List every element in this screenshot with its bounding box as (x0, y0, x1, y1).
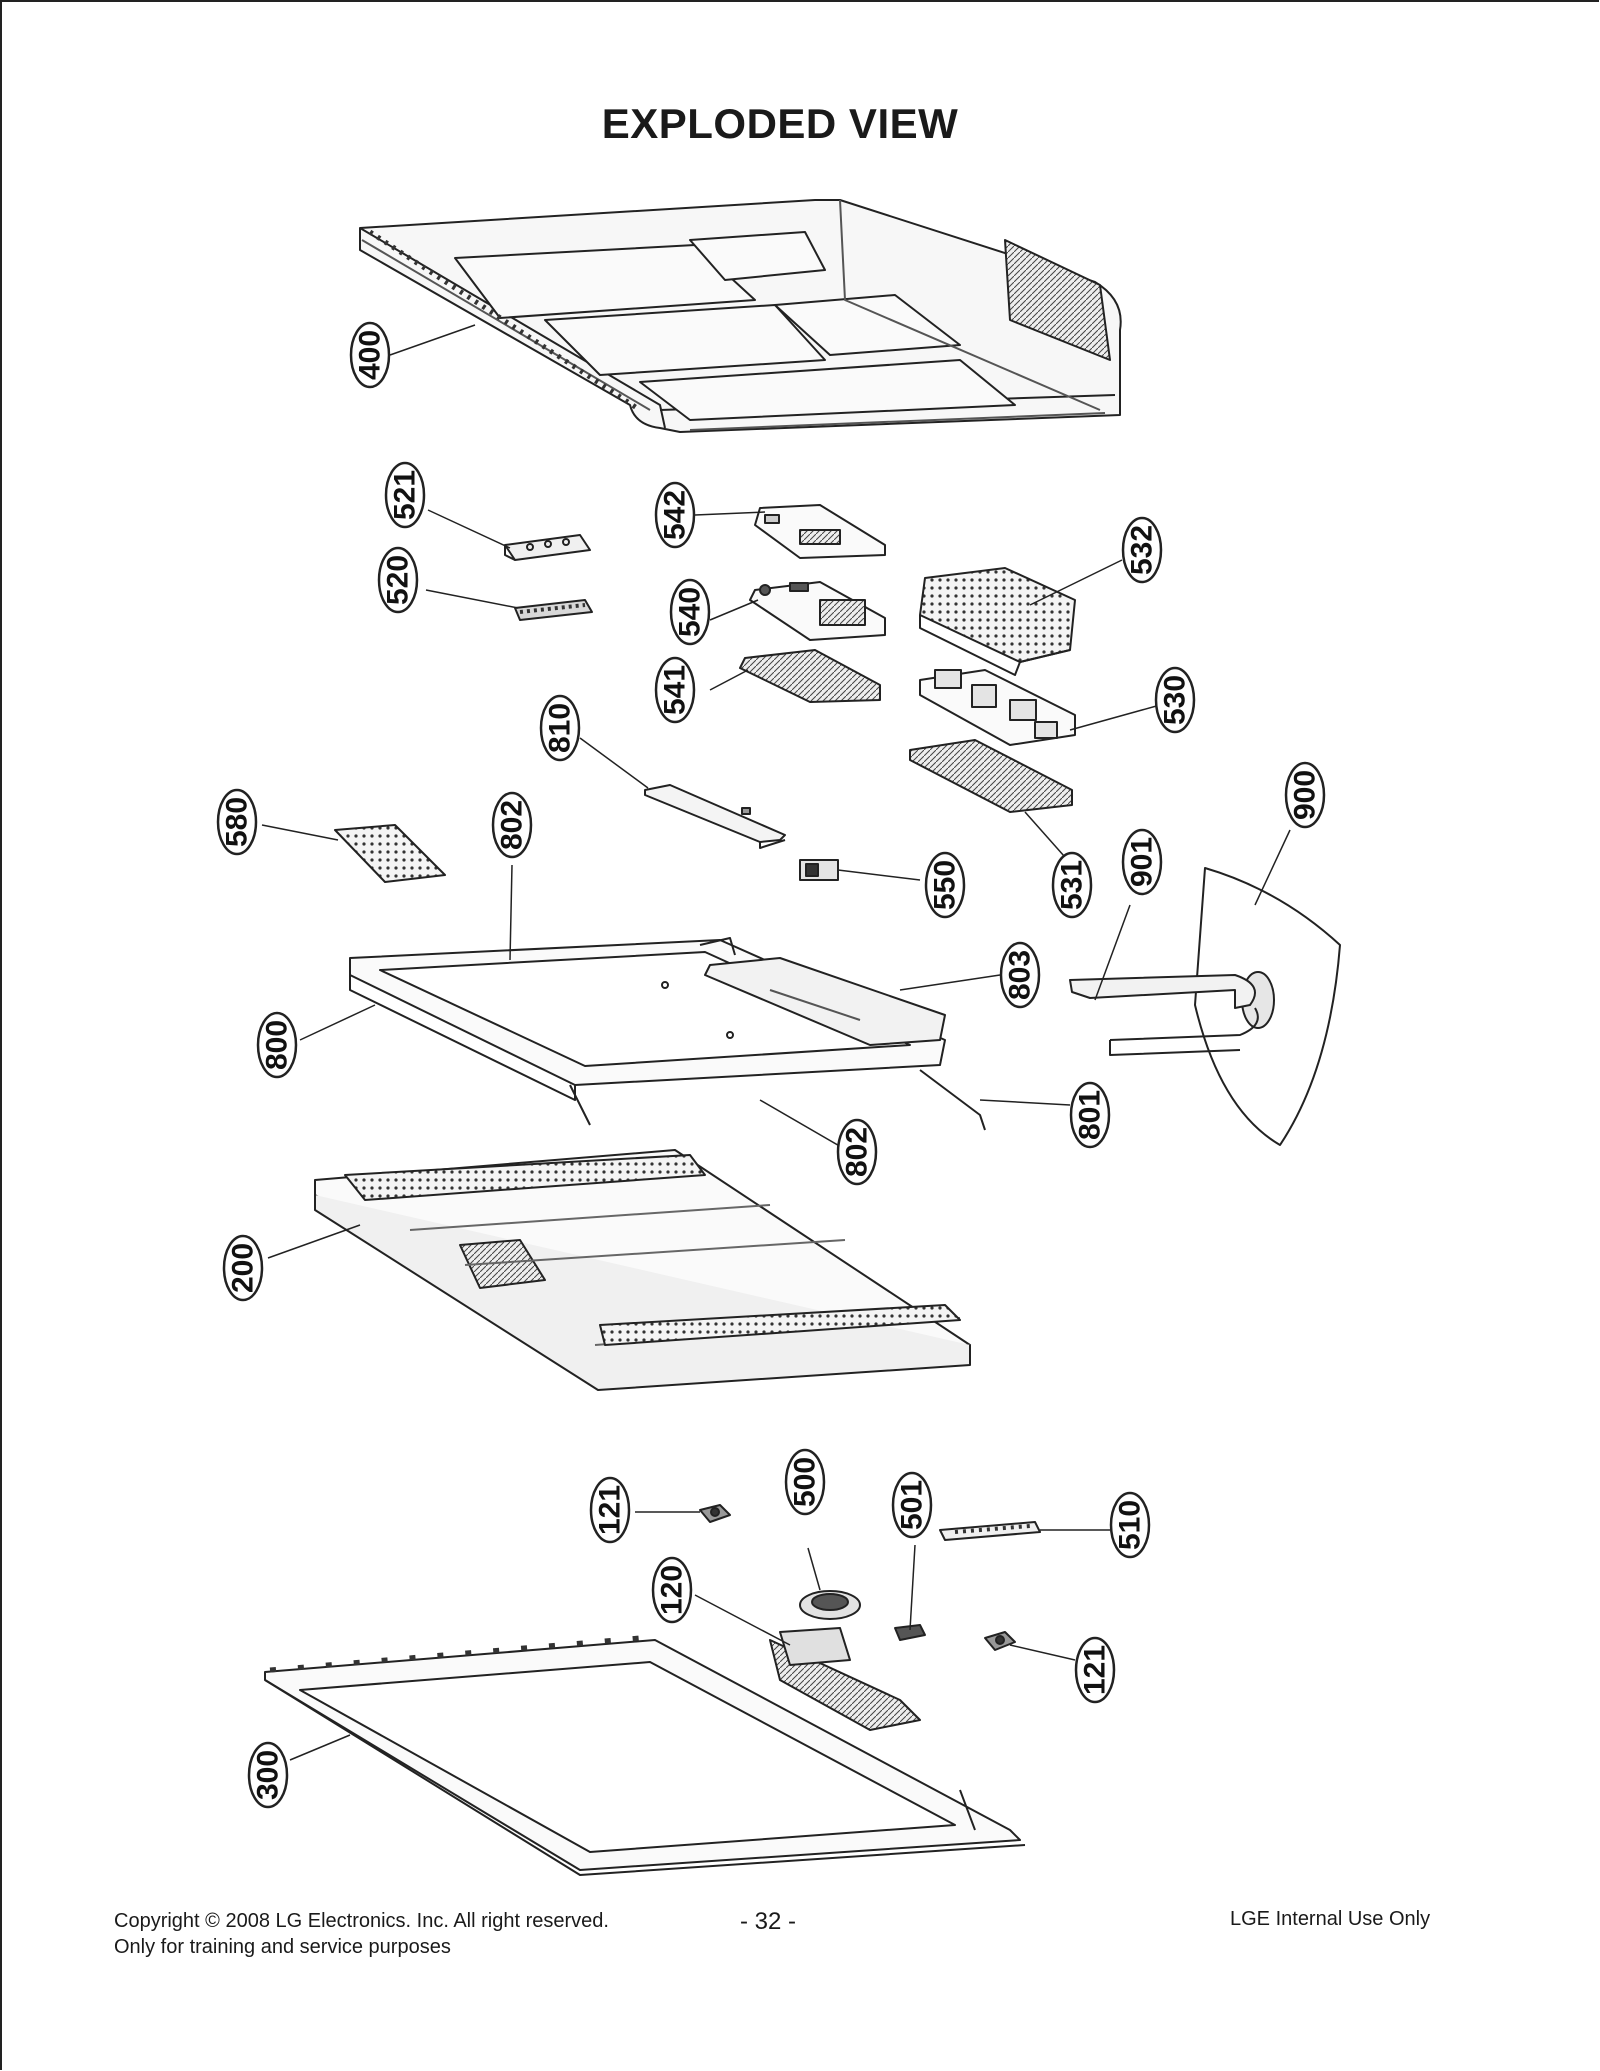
stand-neck-901-part (1069, 974, 1259, 1056)
footer-copyright: Copyright © 2008 LG Electronics. Inc. Al… (114, 1908, 609, 1960)
svg-text:400: 400 (354, 330, 387, 380)
callout-803: 803 (999, 941, 1041, 1009)
speaker-500-part (799, 1590, 861, 1620)
svg-text:803: 803 (1004, 950, 1037, 1000)
callout-802-upper: 802 (491, 791, 533, 859)
callout-532: 532 (1121, 516, 1163, 584)
bracket-803-part (704, 957, 946, 1046)
back-cover-part (359, 199, 1122, 433)
svg-text:901: 901 (1126, 837, 1159, 887)
svg-text:120: 120 (656, 1565, 689, 1615)
hinge-121-top-part (699, 1504, 731, 1523)
svg-text:121: 121 (1079, 1645, 1112, 1695)
callout-802-lower: 802 (836, 1118, 878, 1186)
bracket-521-part (504, 534, 591, 561)
callout-580: 580 (216, 788, 258, 856)
svg-text:500: 500 (789, 1457, 822, 1507)
lcd-panel-200-part (314, 1149, 971, 1391)
shield-532-part (919, 567, 1076, 676)
svg-text:801: 801 (1074, 1090, 1107, 1140)
svg-text:900: 900 (1289, 770, 1322, 820)
power-board-530-part (919, 669, 1076, 746)
cover-580-part (334, 824, 446, 883)
callouts: 400 521 520 542 540 541 532 530 810 580 … (216, 321, 1326, 1809)
svg-text:550: 550 (929, 860, 962, 910)
callout-521: 521 (384, 461, 426, 529)
svg-text:200: 200 (227, 1243, 260, 1293)
front-cover-300-part (264, 1627, 1026, 1876)
callout-400: 400 (349, 321, 391, 389)
svg-text:542: 542 (659, 490, 692, 540)
callout-541: 541 (654, 656, 696, 724)
callout-531: 531 (1051, 851, 1093, 919)
part-501-part (894, 1624, 926, 1641)
callout-520: 520 (377, 546, 419, 614)
callout-530: 530 (1154, 666, 1196, 734)
copyright-line: Copyright © 2008 LG Electronics. Inc. Al… (114, 1910, 609, 1932)
bracket-520-part (514, 599, 593, 621)
callout-801: 801 (1069, 1081, 1111, 1149)
callout-800: 800 (256, 1011, 298, 1079)
switch-550-part (799, 859, 839, 881)
stand-base-900-part (1194, 867, 1341, 1146)
page-number: - 32 - (740, 1908, 797, 1935)
callout-900: 900 (1284, 761, 1326, 829)
page-title: EXPLODED VIEW (601, 100, 959, 147)
callout-901: 901 (1121, 828, 1163, 896)
svg-text:520: 520 (382, 555, 415, 605)
svg-text:121: 121 (594, 1485, 627, 1535)
shield-531-part (909, 739, 1073, 813)
callout-542: 542 (654, 481, 696, 549)
svg-text:531: 531 (1056, 860, 1089, 910)
main-board-540-part (749, 581, 886, 641)
svg-text:541: 541 (659, 665, 692, 715)
callout-501: 501 (891, 1471, 933, 1539)
purpose-line: Only for training and service purposes (114, 1936, 451, 1958)
svg-text:521: 521 (389, 470, 422, 520)
internal-use-label: LGE Internal Use Only (1230, 1908, 1431, 1930)
board-542-part (754, 504, 886, 559)
strip-510-part (939, 1521, 1041, 1541)
svg-text:802: 802 (841, 1127, 874, 1177)
svg-text:802: 802 (496, 800, 529, 850)
bracket-810-part (644, 784, 786, 849)
svg-text:540: 540 (674, 587, 707, 637)
svg-text:530: 530 (1159, 675, 1192, 725)
callout-550: 550 (924, 851, 966, 919)
callout-120: 120 (651, 1556, 693, 1624)
svg-text:532: 532 (1126, 525, 1159, 575)
callout-500: 500 (784, 1448, 826, 1516)
callout-121-bottom: 121 (1074, 1636, 1116, 1704)
callout-121-top: 121 (589, 1476, 631, 1544)
callout-810: 810 (539, 694, 581, 762)
callout-540: 540 (669, 578, 711, 646)
callout-200: 200 (222, 1234, 264, 1302)
svg-text:300: 300 (252, 1750, 285, 1800)
svg-text:810: 810 (544, 703, 577, 753)
svg-text:510: 510 (1114, 1500, 1147, 1550)
svg-text:800: 800 (261, 1020, 294, 1070)
svg-text:501: 501 (896, 1480, 929, 1530)
callout-300: 300 (247, 1741, 289, 1809)
callout-510: 510 (1109, 1491, 1151, 1559)
board-541-part (739, 649, 881, 703)
hinge-121-bottom-part (984, 1631, 1016, 1651)
svg-text:580: 580 (221, 797, 254, 847)
